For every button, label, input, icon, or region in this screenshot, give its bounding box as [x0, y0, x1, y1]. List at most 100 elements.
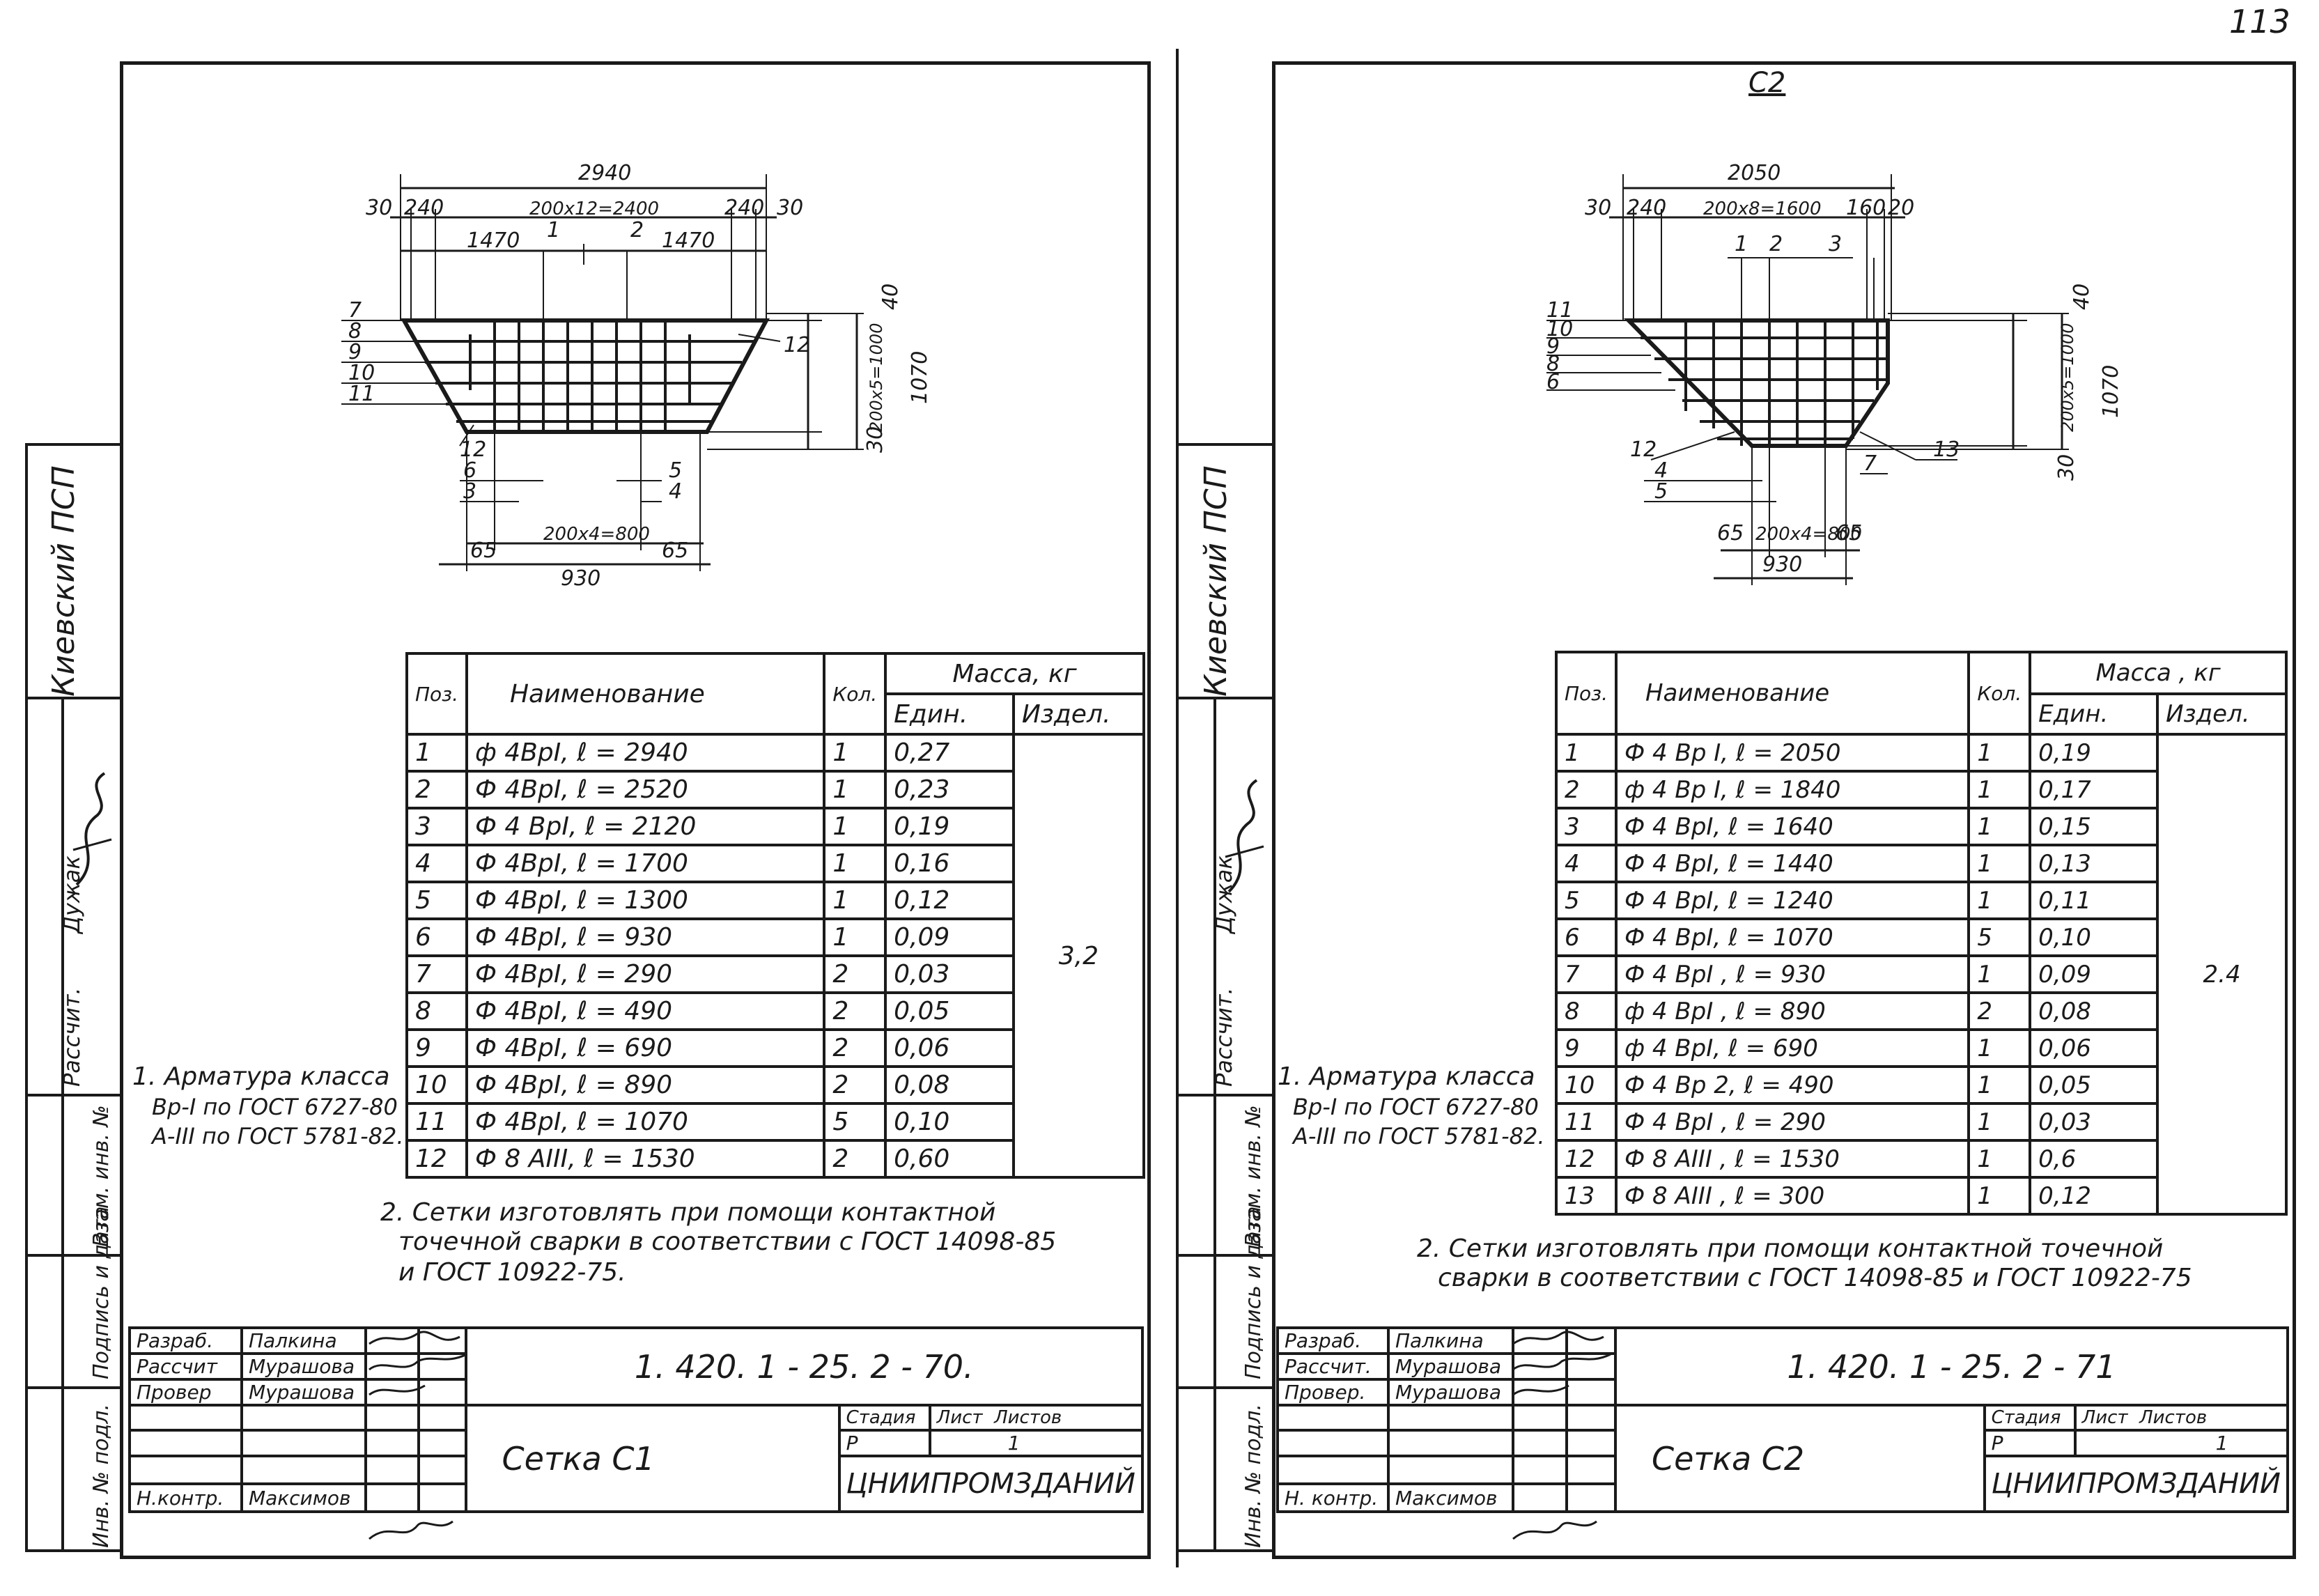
sheet-1-side-role: Рассчит.: [59, 987, 85, 1087]
dim-right-step: 240: [724, 196, 764, 220]
table-row-name: Ф 4ВрI, ℓ = 930: [465, 917, 826, 957]
top-leader-1: 1: [1735, 232, 1748, 256]
stamp-sign: [1511, 1482, 1569, 1513]
left-leader-9: 9: [348, 340, 362, 364]
stamp-role: Н. контр.: [1276, 1482, 1390, 1513]
dim-left-edge: 30: [1585, 196, 1611, 220]
table-row-pos: 9: [405, 1028, 468, 1068]
table-item-mass: 3,2: [1011, 733, 1146, 1179]
stamp-role: [1276, 1429, 1390, 1457]
dim-bottom-left: 65: [1717, 521, 1744, 545]
left-leader-12: 12: [1630, 437, 1657, 462]
sheet-2-note-1a: 1. Арматура класса: [1278, 1062, 1535, 1091]
stamp-date: [1565, 1352, 1617, 1381]
top-leader-2: 2: [630, 218, 644, 242]
stamp-sheet-header: Лист Листов: [928, 1404, 1145, 1432]
table-item-mass: 2.4: [2156, 733, 2288, 1216]
stamp-date: [1565, 1455, 1617, 1485]
stamp-name: Мурашова: [1386, 1352, 1514, 1381]
sheet-2-mesh-drawing: 2050 30 240 200x8=1600 160 20 1 2 3 11 1…: [1546, 161, 2123, 585]
sheet-2-side-divider-b: [1177, 1094, 1272, 1097]
stamp-sheet-header: Лист Листов: [2073, 1404, 2290, 1432]
th-item: Издел.: [1011, 692, 1146, 736]
table-row-name: Ф 8 АIII, ℓ = 1530: [465, 1139, 826, 1179]
table-row-name: ф 4 Вр I, ℓ = 1840: [1614, 770, 1971, 809]
top-leader-2: 2: [1769, 232, 1783, 256]
stamp-role: [128, 1404, 243, 1432]
table-row-qty: 5: [1967, 917, 2032, 957]
table-row-pos: 5: [1555, 881, 1618, 920]
stamp-name: Максимов: [240, 1482, 368, 1513]
sheet-2-side-strip: [1177, 443, 1272, 1552]
table-row-unit: 0,09: [884, 917, 1015, 957]
sheet-2-frame: [1272, 61, 2296, 1559]
left-leader-10: 10: [1546, 317, 1573, 341]
stamp-sheets-header-label: Листов: [2139, 1407, 2208, 1428]
table-row-qty: 1: [1967, 1065, 2032, 1105]
table-row-unit: 0,12: [884, 881, 1015, 920]
stamp-role: Н.контр.: [128, 1482, 243, 1513]
stamp-role: Рассчит.: [1276, 1352, 1390, 1381]
dim-right-top: 40: [878, 284, 903, 310]
stamp-date: [417, 1482, 467, 1513]
table-row-unit: 0,05: [884, 991, 1015, 1031]
table-row-unit: 0,11: [2029, 881, 2159, 920]
table-row-qty: 1: [1967, 954, 2032, 994]
sheet-2-signatures: [1512, 1331, 1611, 1540]
sheet-1-side-divider-d: [25, 1386, 120, 1389]
sheet-1-side-label-3: Инв. № подл.: [89, 1404, 114, 1548]
table-row-qty: 1: [823, 807, 887, 846]
stamp-sheet-header-label: Лист: [2081, 1407, 2128, 1428]
sheet-2-spec-table: Поз. Наименование Кол. Масса , кг Един. …: [1555, 651, 2288, 1216]
left-leader-11: 11: [348, 382, 375, 406]
left-leader-6: 6: [463, 458, 476, 483]
sheet-2-note-2b: сварки в соответствии с ГОСТ 14098-85 и …: [1438, 1264, 2192, 1292]
table-row-qty: 1: [1967, 844, 2032, 883]
table-row-unit: 0,60: [884, 1139, 1015, 1179]
left-leader-3: 3: [463, 479, 476, 504]
stamp-name: Мурашова: [240, 1352, 368, 1381]
stamp-stage: Р: [1983, 1429, 2077, 1457]
stamp-org: ЦНИИПРОМЗДАНИЙ: [1983, 1455, 2290, 1513]
stamp-code: 1. 420. 1 - 25. 2 - 71: [1613, 1326, 2290, 1407]
table-row-name: Ф 4ВрI, ℓ = 1700: [465, 844, 826, 883]
right-leader-4: 4: [669, 479, 682, 504]
table-row-qty: 1: [823, 844, 887, 883]
th-qty: Кол.: [1967, 651, 2032, 736]
th-mass: Масса , кг: [2029, 651, 2288, 695]
sheet-1-signatures: [369, 1331, 467, 1540]
table-row-qty: 1: [823, 770, 887, 809]
table-row-qty: 5: [823, 1102, 887, 1142]
table-row-qty: 1: [1967, 1176, 2032, 1216]
sheet-1-spec-table: Поз. Наименование Кол. Масса, кг Един. И…: [405, 652, 1146, 1179]
table-row-name: Ф 4 Вр 2, ℓ = 490: [1614, 1065, 1971, 1105]
dim-right-top: 40: [2070, 284, 2094, 310]
table-row-name: Ф 4 Вр I, ℓ = 2050: [1614, 733, 1971, 773]
th-pos: Поз.: [405, 652, 468, 736]
table-row-name: Ф 4 ВрI , ℓ = 290: [1614, 1102, 1971, 1142]
table-row-pos: 13: [1555, 1176, 1618, 1216]
sheet-1-note-2a: 2. Сетки изготовлять при помощи контактн…: [380, 1198, 996, 1227]
dim-right-total: 1070: [908, 351, 932, 404]
table-row-name: Ф 8 АIII , ℓ = 300: [1614, 1176, 1971, 1216]
th-name: Наименование: [1614, 651, 1971, 736]
sheet-2-note-2a: 2. Сетки изготовлять при помощи контактн…: [1417, 1234, 2164, 1263]
right-leader-7: 7: [1863, 451, 1877, 476]
stamp-date: [417, 1378, 467, 1407]
stamp-date: [417, 1455, 467, 1485]
table-row-qty: 1: [823, 881, 887, 920]
dim-right-bottom: 30: [863, 426, 887, 453]
stamp-title: Сетка С2: [1613, 1404, 1986, 1513]
sheet-2-side-signature: [1225, 779, 1264, 893]
stamp-date: [1565, 1404, 1617, 1432]
table-row-pos: 7: [405, 954, 468, 994]
sheet-1-note-1c: А-III по ГОСТ 5781-82.: [152, 1123, 404, 1149]
stamp-date: [1565, 1429, 1617, 1457]
sheet-1-side-label-2: Подпись и дата: [89, 1206, 114, 1380]
table-row-name: Ф 4ВрI, ℓ = 1300: [465, 881, 826, 920]
stamp-role: Провер.: [1276, 1378, 1390, 1407]
table-row-qty: 1: [1967, 1028, 2032, 1068]
table-row-pos: 6: [1555, 917, 1618, 957]
th-unit: Един.: [884, 692, 1015, 736]
th-name: Наименование: [465, 652, 826, 736]
